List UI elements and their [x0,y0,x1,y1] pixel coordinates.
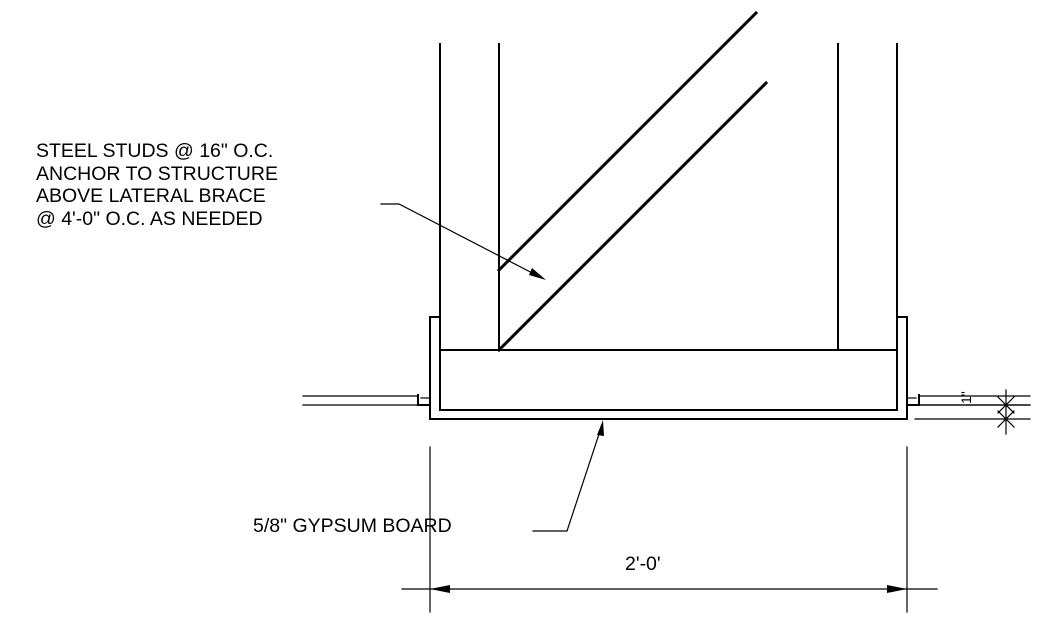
studs-note: STEEL STUDS @ 16" O.C. ANCHOR TO STRUCTU… [36,140,278,230]
brace-upper-edge [496,10,759,273]
leader-studs [380,203,546,280]
ceiling-left [302,394,431,406]
gypsum-note: 5/8" GYPSUM BOARD [253,515,452,537]
trim-right [906,394,920,406]
gypsum-board-wrap [429,316,908,420]
gap-dimension [914,389,1031,435]
studs-note-line-1: STEEL STUDS @ 16" O.C. [36,140,274,162]
steel-studs [439,43,898,351]
width-dimension-label: 2'-0' [625,553,661,575]
leader-gypsum [532,420,604,532]
gap-tick-bottom-b [997,410,1015,428]
dim-arrow-right [887,585,907,593]
bottom-track [439,349,898,411]
studs-note-line-3: ABOVE LATERAL BRACE [36,185,266,207]
width-dimension [401,446,938,613]
leader-studs-arrowhead [529,268,546,280]
dim-arrow-left [430,585,450,593]
studs-note-line-2: ANCHOR TO STRUCTURE [36,162,278,185]
leader-gypsum-arrowhead [597,420,604,436]
leader-studs-line [380,203,541,278]
gap-tick-top-b [997,396,1015,414]
lateral-brace [496,10,769,353]
gap-dimension-label: 1" [958,391,974,404]
trim-left [417,394,431,406]
gypsum-outer-profile [429,316,908,420]
studs-note-line-4: @ 4'-0" O.C. AS NEEDED [36,207,263,230]
leader-gypsum-line [532,424,603,532]
brace-lower-edge [496,80,769,353]
